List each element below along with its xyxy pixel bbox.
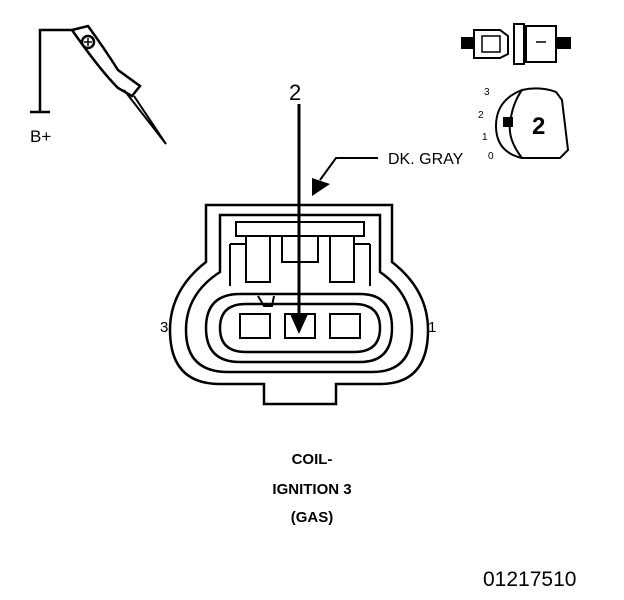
selector-scale-label: 2 — [478, 110, 484, 121]
selector-scale-label: 3 — [484, 87, 490, 98]
connector-face — [168, 203, 430, 406]
wire-color-label: DK. GRAY — [388, 151, 464, 168]
caption-line-2: IGNITION 3 — [272, 481, 352, 498]
pin-label-left: 3 — [160, 319, 169, 336]
selector-value: 2 — [532, 113, 546, 140]
selector-scale-label: 1 — [482, 132, 488, 143]
selector-knob-icon — [494, 87, 570, 159]
wire-color-pointer — [312, 157, 378, 196]
pin-number-label: 2 — [289, 80, 302, 105]
b-plus-label: B+ — [30, 127, 52, 146]
pin-label-right: 1 — [428, 319, 437, 336]
connector-side-view-icon — [461, 23, 571, 65]
caption-line-3: (GAS) — [290, 509, 334, 526]
caption-line-1: COIL- — [291, 451, 333, 468]
selector-scale-label: 0 — [488, 151, 494, 162]
figure-id: 01217510 — [483, 568, 577, 591]
test-probe-icon — [30, 24, 167, 145]
pin-probe-arrow — [290, 104, 308, 334]
